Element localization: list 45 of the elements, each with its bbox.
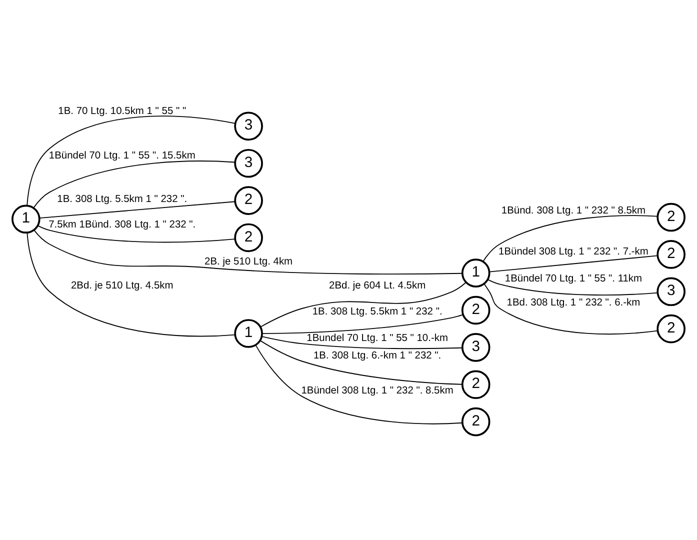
node-circle: 2 <box>656 314 686 343</box>
node-circle: 3 <box>461 332 490 362</box>
node-circle: 2 <box>656 202 686 232</box>
node-circle: 2 <box>234 186 263 214</box>
connector <box>26 232 236 336</box>
node-circle: 3 <box>234 148 263 178</box>
connector <box>262 314 464 334</box>
connector <box>489 254 658 272</box>
edge-label: 2B. je 510 Ltg. 4km <box>204 256 293 268</box>
connector <box>255 344 463 424</box>
connector <box>26 115 236 206</box>
edge-label: 1B. 308 Ltg. 6.-km 1 " 232 ". <box>313 350 442 361</box>
connector <box>482 214 658 262</box>
edge-label: 2Bd. je 510 Ltg. 4.5km <box>70 280 174 292</box>
node-circle: 2 <box>461 295 490 324</box>
connector <box>33 160 236 208</box>
connector <box>37 224 236 242</box>
node-circle: 1 <box>461 258 490 287</box>
edge-label: 1Bündel 308 Ltg. 1 " 232 ". 7.-km <box>498 246 648 257</box>
connector <box>34 229 463 274</box>
edge-label: 1Bd. 308 Ltg. 1 " 232 ". 6.-km <box>506 296 640 308</box>
connector <box>39 200 236 218</box>
node-circle: 3 <box>234 111 263 140</box>
edge-label: 1B. 308 Ltg. 5.5km 1 " 232 ". <box>312 306 442 318</box>
connector <box>262 336 463 349</box>
edge-label: 1B. 308 Ltg. 5.5km 1 " 232 ". <box>57 194 188 205</box>
node-circle: 2 <box>656 240 686 268</box>
connector <box>260 340 463 384</box>
edge-label: 1B. 70 Ltg. 10.5km 1 " 55 " " <box>58 105 186 116</box>
edge-label: 1Bundel 70 Ltg. 1 " 55 " 10.-km <box>306 332 448 344</box>
edge-label: 1Bündel 70 Ltg. 1 " 55 ". 11km <box>504 272 642 284</box>
node-circle: 1 <box>12 204 40 234</box>
connector <box>487 278 658 295</box>
connector <box>260 281 466 327</box>
connector <box>484 283 658 334</box>
edge-label: 1Bünd. 308 Ltg. 1 " 232 " 8.5km <box>501 204 646 216</box>
edge-label: 1Bündel 308 Ltg. 1 " 232 ". 8.5km <box>301 385 454 396</box>
node-circle: 2 <box>461 406 490 436</box>
edge-label: 2Bd. je 604 Lt. 4.5km <box>329 280 426 292</box>
node-circle: 3 <box>656 276 686 306</box>
edge-label: 7.5km 1Bünd. 308 Ltg. 1 " 232 ". <box>48 218 196 230</box>
node-circle: 2 <box>234 222 263 252</box>
edge-label: 1Bündel 70 Ltg. 1 " 55 ". 15.5km <box>48 150 196 162</box>
node-circle: 2 <box>461 370 490 399</box>
node-circle: 1 <box>234 318 263 348</box>
